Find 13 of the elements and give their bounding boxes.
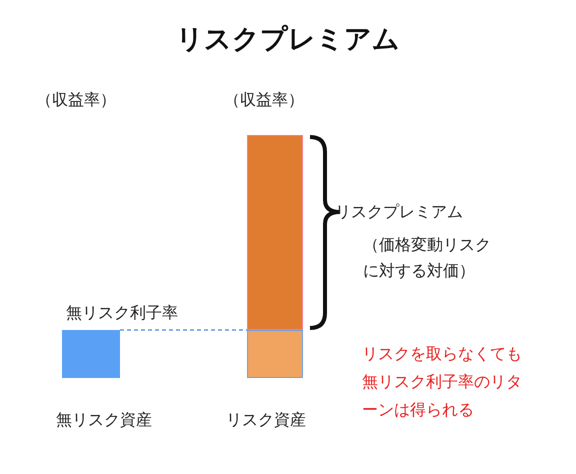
risk-free-bar [62, 330, 120, 378]
dashed-reference-line [120, 329, 247, 331]
note-text: リスクを取らなくても無リスク利子率のリターンは得られる [362, 343, 523, 421]
category-label: 無リスク資産 [56, 410, 153, 431]
bracket-note: （価格変動リスクに対する対価） [363, 234, 492, 282]
premium-bar [247, 135, 303, 330]
axis-label: （収益率） [36, 90, 117, 111]
title: リスクプレミアム [175, 23, 401, 57]
bracket-label: リスクプレミアム [335, 202, 464, 223]
axis-label: （収益率） [224, 90, 305, 111]
rate-label: 無リスク利子率 [66, 303, 179, 324]
category-label: リスク資産 [226, 410, 307, 431]
risk-free-return-bar [247, 330, 303, 378]
